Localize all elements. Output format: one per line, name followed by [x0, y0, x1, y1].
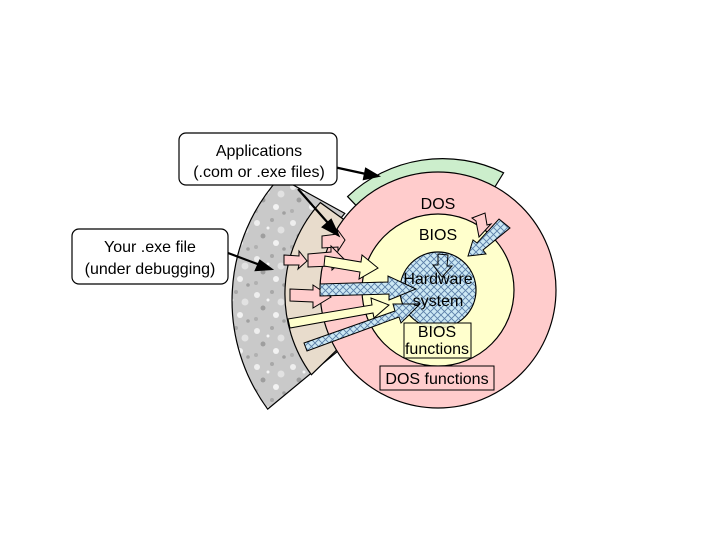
- hatched-arrow-icon: [432, 253, 454, 278]
- block-arrows: [283, 212, 511, 352]
- dos-functions-label: DOS functions: [385, 371, 488, 388]
- applications-label-line1: Applications: [216, 143, 302, 160]
- arrow-icon: [287, 297, 390, 329]
- arrow-icon: [470, 212, 493, 239]
- dos-functions-label-box: [379, 365, 495, 391]
- bios-label: BIOS: [419, 227, 457, 244]
- dos-label: DOS: [421, 196, 456, 213]
- exe-label-line2: (under debugging): [85, 261, 216, 278]
- hatched-arrow-icon: [303, 303, 422, 352]
- exe-callout: [71, 228, 229, 285]
- arrow-icon: [323, 254, 379, 280]
- hardware-label-line1: Hardware: [403, 271, 472, 288]
- bios-functions-label-line2: functions: [405, 341, 469, 358]
- bios-functions-label-box: [403, 322, 472, 359]
- applications-label-line2: (.com or .exe files): [193, 164, 325, 181]
- bios-functions-label-line1: BIOS: [418, 324, 456, 341]
- hatched-arrow-icon: [319, 275, 418, 301]
- labels: Applications (.com or .exe files) Your .…: [85, 143, 489, 388]
- exe-label-line1: Your .exe file: [104, 239, 196, 256]
- arrow-icon: [283, 249, 308, 271]
- hardware-label-line2: system: [413, 293, 464, 310]
- hatched-arrow-icon: [467, 218, 511, 257]
- applications-callout: [178, 132, 338, 186]
